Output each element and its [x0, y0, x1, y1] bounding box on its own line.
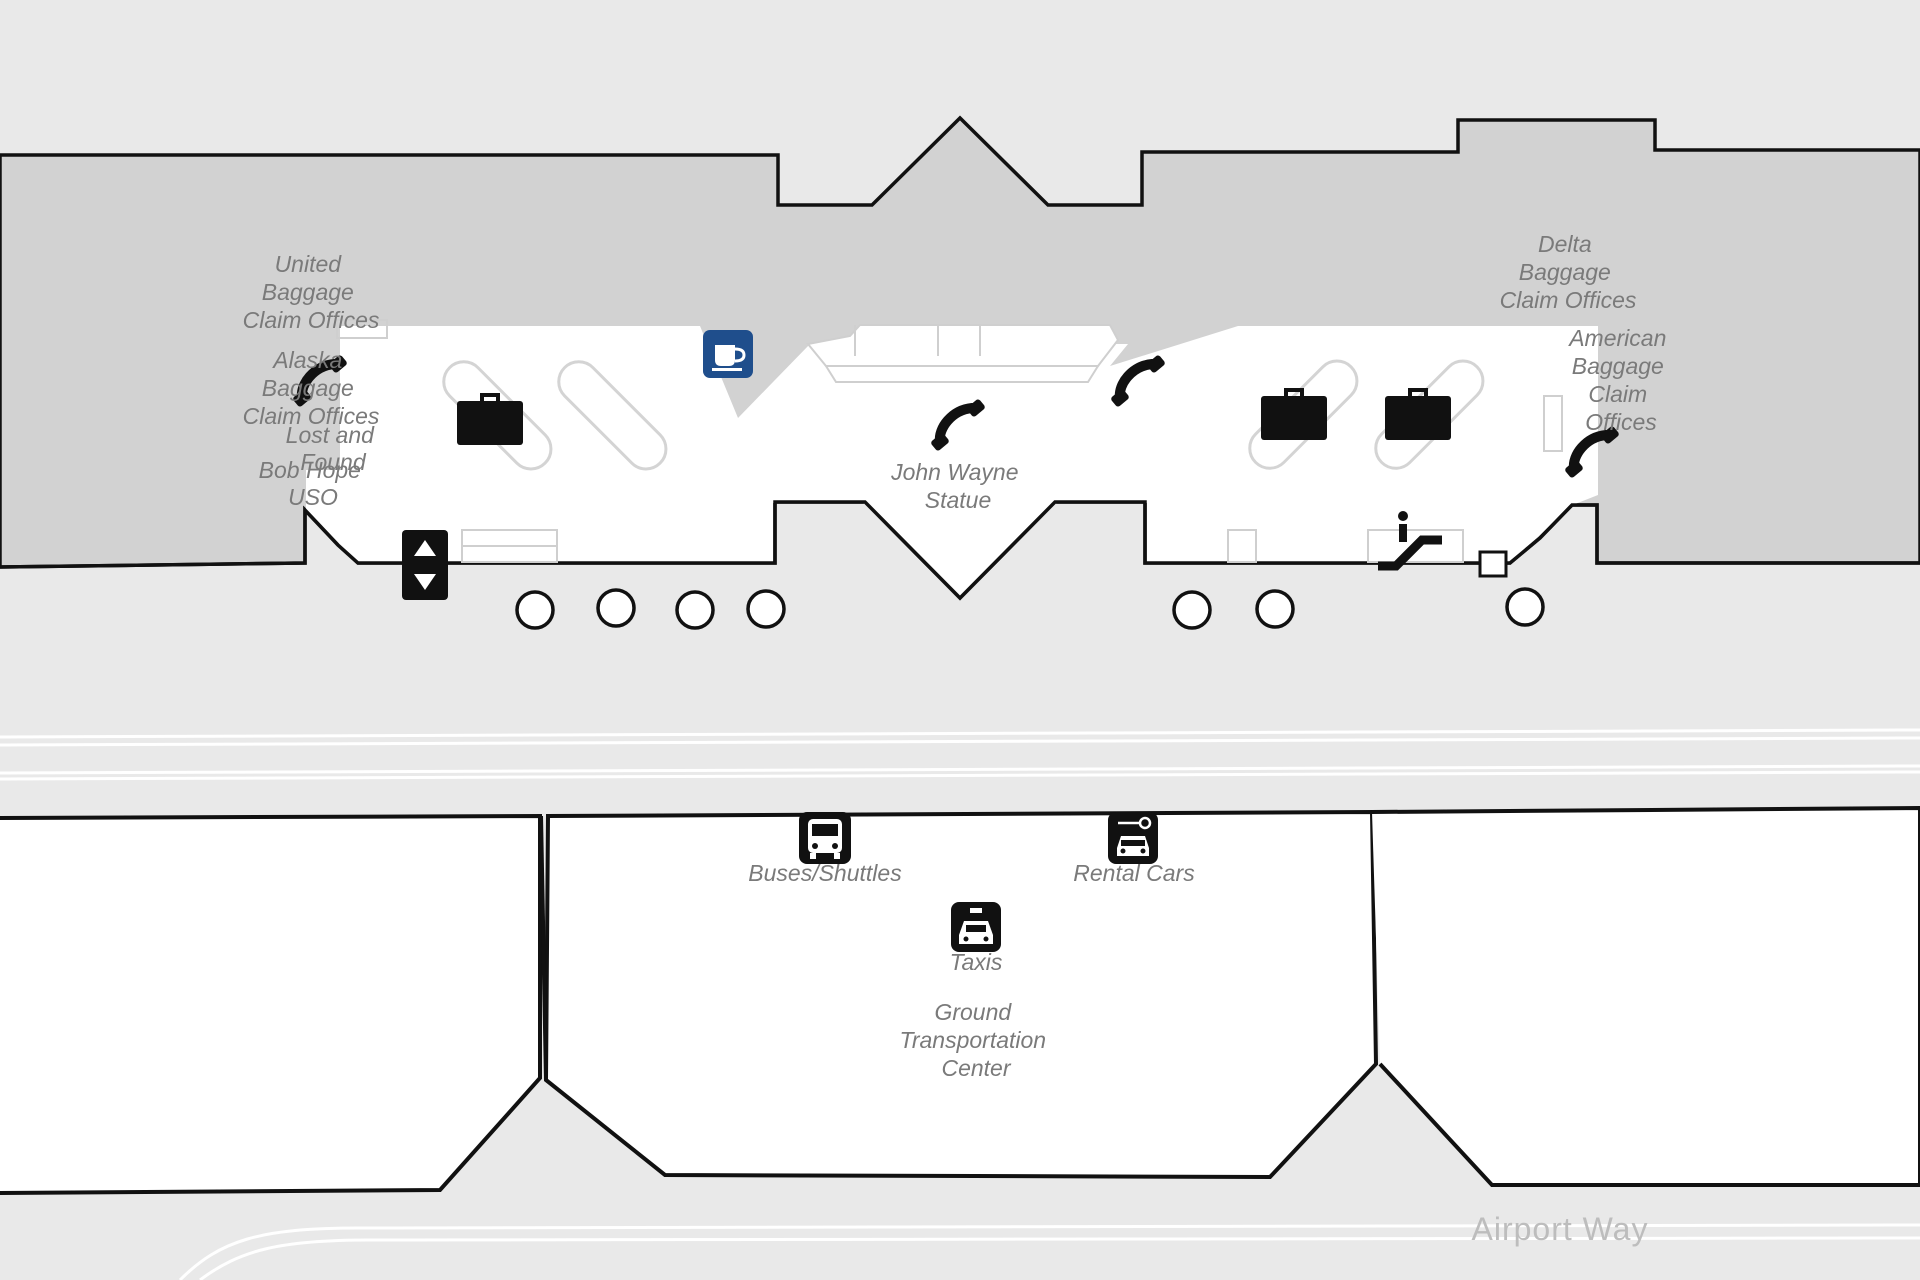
bob-hope-uso-label: Bob Hope USO: [259, 457, 368, 510]
bus-icon: [799, 812, 851, 864]
parking-right: [1371, 805, 1920, 1187]
american-baggage-label: American Baggage Claim Offices: [1567, 325, 1673, 435]
escalator-icon: [1378, 511, 1442, 571]
baggage-claim-hall: [306, 326, 1598, 598]
rental-car-icon: [1108, 812, 1158, 864]
parking-left: [0, 813, 542, 1195]
alaska-baggage-label: Alaska Baggage Claim Offices: [243, 347, 380, 429]
road-lines: [0, 728, 1920, 781]
buses-shuttles-label: Buses/Shuttles: [748, 860, 902, 886]
rental-cars-label: Rental Cars: [1073, 860, 1195, 886]
door-fixture: [1478, 550, 1508, 578]
columns: [515, 587, 1545, 630]
john-wayne-statue-label: John Wayne Statue: [890, 459, 1025, 513]
taxis-label: Taxis: [950, 949, 1003, 975]
coffee-icon: [703, 330, 753, 378]
united-baggage-label: United Baggage Claim Offices: [243, 251, 380, 333]
elevator-icon: [402, 530, 448, 600]
delta-baggage-label: Delta Baggage Claim Offices: [1500, 231, 1637, 313]
airport-way-road: [178, 1223, 1920, 1280]
ground-transportation-center: [543, 809, 1379, 1180]
airport-way-label: Airport Way: [1472, 1211, 1649, 1247]
lost-and-found-label: Lost and Found: [286, 422, 381, 475]
interior-fixtures: [336, 319, 1563, 563]
ground-transportation-center-label: Ground Transportation Center: [900, 999, 1053, 1081]
hall-outline: [0, 500, 1920, 601]
taxi-icon: [951, 902, 1001, 952]
